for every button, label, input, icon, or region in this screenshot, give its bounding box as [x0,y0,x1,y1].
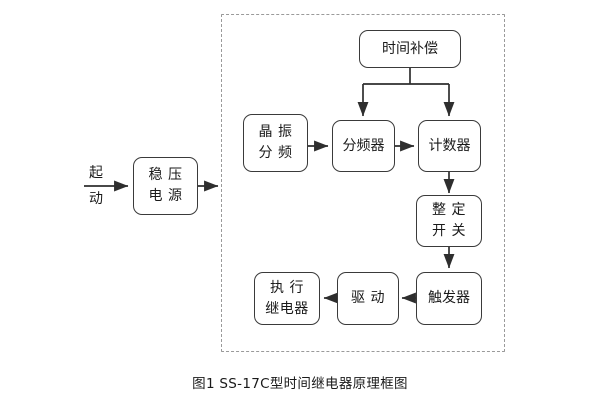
block-setting-switch-line1: 整 定 [432,202,466,218]
block-setting-switch: 整 定 开 关 [416,195,482,247]
block-crystal-oscillator-line1: 晶 振 [258,124,293,140]
block-time-compensation-label: 时间补偿 [382,40,438,57]
block-output-relay-line2: 继电器 [265,300,309,317]
block-frequency-divider: 分频器 [332,120,395,172]
block-output-relay-line1: 执 行 [270,279,304,296]
figure-caption: 图1 SS-17C型时间继电器原理框图 [192,376,408,392]
start-signal-label-top: 起 [89,165,103,181]
block-driver: 驱 动 [337,272,399,325]
block-counter: 计数器 [418,120,481,172]
block-frequency-divider-label: 分频器 [342,137,385,154]
block-output-relay: 执 行 继电器 [254,272,320,325]
block-power-supply-line2: 电 源 [148,188,183,204]
dashed-module-boundary [221,14,505,352]
block-counter-label: 计数器 [428,137,471,154]
block-setting-switch-line2: 开 关 [432,223,466,239]
block-driver-label: 驱 动 [351,290,385,306]
block-trigger-label: 触发器 [428,290,470,306]
block-crystal-oscillator-line2: 分 频 [258,145,293,161]
block-power-supply: 稳 压 电 源 [133,157,198,215]
block-time-compensation: 时间补偿 [359,30,461,68]
block-trigger: 触发器 [416,272,482,325]
block-power-supply-line1: 稳 压 [148,167,183,183]
block-crystal-oscillator: 晶 振 分 频 [243,114,308,172]
start-signal-label-bottom: 动 [89,191,103,207]
